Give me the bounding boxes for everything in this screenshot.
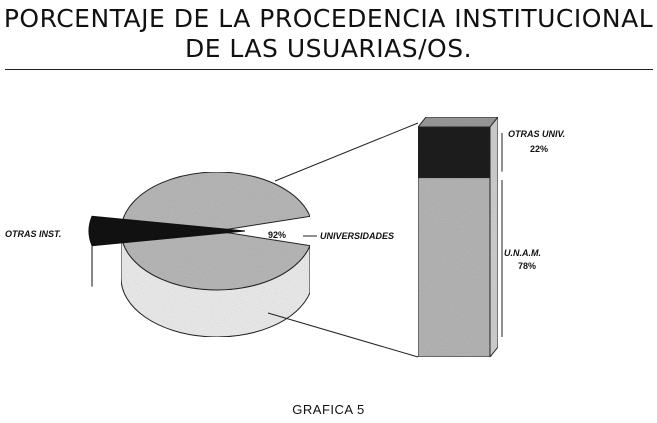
bar-side-face — [489, 115, 499, 359]
chart-title: PORCENTAJE DE LA PROCEDENCIA INSTITUCION… — [0, 4, 657, 64]
connector-lines — [267, 122, 419, 358]
connector-line-top — [274, 122, 419, 182]
pie-label-universidades: UNIVERSIDADES — [320, 231, 394, 241]
connector-line-bottom — [267, 312, 419, 358]
figure-caption: GRAFICA 5 — [292, 402, 365, 417]
bar-label-unam-value: 78% — [518, 261, 536, 271]
chart-title-line-2: DE LAS USUARIAS/OS. — [184, 34, 473, 63]
bar-label-unam: U.N.A.M. — [504, 248, 541, 258]
bar-label-otras-univ-value: 22% — [530, 144, 548, 154]
pie-label-otras-inst: OTRAS INST. — [5, 229, 61, 239]
bar-segment-unam — [417, 177, 491, 358]
pie-slice-otras-inst — [88, 215, 246, 247]
chart-title-line-1: PORCENTAJE DE LA PROCEDENCIA INSTITUCION… — [3, 4, 654, 33]
pie-of-bar-chart: 92% UNIVERSIDADES OTRAS INST. OTRAS UNIV. 22… — [5, 115, 565, 359]
breakdown-bar — [416, 115, 500, 359]
bar-top-face — [416, 116, 500, 128]
title-divider — [5, 69, 653, 70]
pie-chart — [88, 171, 311, 338]
bar-segment-otras-univ — [417, 126, 491, 179]
bar-label-otras-univ: OTRAS UNIV. — [508, 129, 565, 139]
pie-label-universidades-value: 92% — [268, 230, 286, 240]
chart-labels: 92% UNIVERSIDADES OTRAS INST. OTRAS UNIV. 22… — [5, 129, 565, 337]
